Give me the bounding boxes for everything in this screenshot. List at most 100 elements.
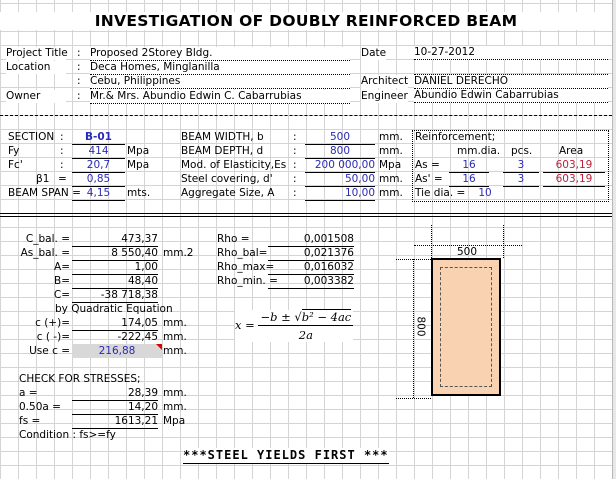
fy-label: Fy <box>8 145 20 157</box>
depth-dimension-label: 800 <box>414 316 427 337</box>
c-minus-label: c ( -)= <box>36 331 70 343</box>
comment-indicator-icon[interactable] <box>156 344 162 350</box>
fc-unit: Mpa <box>127 159 150 171</box>
dim-extension-left <box>431 225 432 258</box>
beam-depth-label: BEAM DEPTH, d <box>181 145 264 157</box>
beam-span-label: BEAM SPAN = <box>8 187 81 199</box>
a-unit: mm. <box>163 387 187 399</box>
as-prime-label: As' = <box>415 173 443 185</box>
rho-label: Rho = <box>217 233 250 245</box>
colon: : <box>293 187 297 199</box>
fs-label: fs = <box>19 415 41 427</box>
a-depth-label: a = <box>19 387 38 399</box>
as-label: As = <box>415 159 440 171</box>
fc-label: Fc' <box>8 159 23 171</box>
c-bal-value: 473,37 <box>72 233 158 247</box>
vertical-scrollbar-edge[interactable] <box>612 0 616 479</box>
project-title-value[interactable]: Proposed 2Storey Bldg. <box>90 47 350 61</box>
colon: : <box>293 173 297 185</box>
formula-numerator: −b ± √b² − 4ac <box>258 309 354 326</box>
a-coef-value: 1,00 <box>72 261 158 275</box>
depth-dim-bottom <box>396 398 431 399</box>
fc-input[interactable]: 20,7 <box>72 159 125 173</box>
fs-value: 1613,21 <box>72 415 158 429</box>
double-separator-top <box>0 213 612 214</box>
a-depth-value: 28,39 <box>72 387 158 401</box>
architect-value[interactable]: DANIEL DERECHO <box>414 75 608 89</box>
beam-width-label: BEAM WIDTH, b <box>181 131 264 143</box>
fy-input[interactable]: 414 <box>72 145 125 159</box>
rho-min-label: Rho_min. = <box>217 275 278 287</box>
es-unit: Mpa <box>379 159 402 171</box>
colon: : <box>77 47 81 59</box>
half-a-label: 0.50a = <box>19 401 61 413</box>
date-value[interactable]: 10-27-2012 <box>414 46 608 60</box>
b-coef-label: B= <box>53 275 70 287</box>
formula-denominator: 2a <box>298 328 313 342</box>
steel-covering-input[interactable]: 50,00 <box>305 173 375 187</box>
aggregate-input[interactable]: 10,00 <box>305 187 375 201</box>
beta-input[interactable]: 0,85 <box>72 173 125 187</box>
result-banner: ***STEEL YIELDS FIRST *** <box>183 448 389 464</box>
project-title-label: Project Title <box>6 47 68 60</box>
colon: : <box>293 145 297 157</box>
as-pcs-input[interactable]: 3 <box>503 159 539 173</box>
mm-unit: mm. <box>163 317 187 329</box>
as-dia-input[interactable]: 16 <box>449 159 489 173</box>
beam-section-shape <box>431 258 501 396</box>
a-coef-label: A= <box>54 261 70 273</box>
double-separator-bottom <box>0 216 612 217</box>
blank-field[interactable] <box>414 61 608 75</box>
width-unit: mm. <box>379 131 403 143</box>
rho-bal-value: 0,021376 <box>268 247 354 261</box>
date-label: Date <box>361 47 387 60</box>
location-value-2[interactable]: Cebu, Philippines <box>90 75 350 89</box>
b-coef-value: 48,40 <box>72 275 158 289</box>
c-coef-label: C= <box>53 289 70 301</box>
rho-bal-label: Rho_bal= <box>217 247 268 259</box>
as-prime-dia-input[interactable]: 16 <box>449 173 489 187</box>
depth-dimension-line <box>413 259 414 398</box>
c-minus-value: -222,45 <box>72 331 158 345</box>
section-value[interactable]: B-01 <box>72 131 125 145</box>
elasticity-input[interactable]: 200 000,00 <box>305 159 375 173</box>
mm-unit: mm. <box>163 345 187 357</box>
colon: : <box>293 131 297 143</box>
aggregate-label: Aggregate Size, A <box>181 187 275 199</box>
location-value-1[interactable]: Deca Homes, Minglanilla <box>90 61 350 75</box>
beam-depth-input[interactable]: 800 <box>305 145 375 159</box>
engineer-label: Engineer <box>361 90 408 103</box>
as-prime-pcs-input[interactable]: 3 <box>503 173 539 187</box>
fy-unit: Mpa <box>127 145 150 157</box>
width-dimension-line <box>414 245 522 246</box>
rho-min-value: 0,003382 <box>268 275 354 289</box>
tie-dia-label: Tie dia. = <box>415 187 466 199</box>
beta-label: β1 <box>36 173 50 185</box>
architect-label: Architect <box>361 75 409 88</box>
colon: : <box>293 159 297 171</box>
engineer-value[interactable]: Abundio Edwin Cabarrubias <box>414 89 608 103</box>
rho-max-label: Rho_max= <box>217 261 275 273</box>
dim-extension-right <box>503 225 504 258</box>
use-c-input[interactable]: 216,88 <box>72 344 162 358</box>
location-label: Location <box>6 61 66 74</box>
as-bal-label: As_bal. = <box>20 247 70 259</box>
quadratic-label: by Quadratic Equation <box>55 303 173 315</box>
col-dia-header: mm.dia. <box>457 145 501 157</box>
reinforcement-box <box>412 130 609 202</box>
reinforcement-title: Reinforcement; <box>415 131 496 143</box>
colon: : <box>60 145 64 157</box>
tie-dia-input[interactable]: 10 <box>478 187 492 199</box>
check-stresses-title: CHECK FOR STRESSES; <box>19 373 141 385</box>
formula-lhs: x = <box>235 318 255 332</box>
owner-label: Owner <box>6 90 66 103</box>
rho-value: 0,001508 <box>268 233 354 247</box>
owner-value[interactable]: Mr.& Mrs. Abundio Edwin C. Cabarrubias <box>90 90 350 104</box>
rho-max-value: 0,016032 <box>268 261 354 275</box>
beam-width-input[interactable]: 500 <box>305 131 375 145</box>
beam-span-input[interactable]: 4,15 <box>72 187 125 201</box>
half-a-value: 14,20 <box>72 401 158 415</box>
dashed-separator <box>0 115 612 116</box>
fs-unit: Mpa <box>163 415 186 427</box>
c-plus-value: 174,05 <box>72 317 158 331</box>
